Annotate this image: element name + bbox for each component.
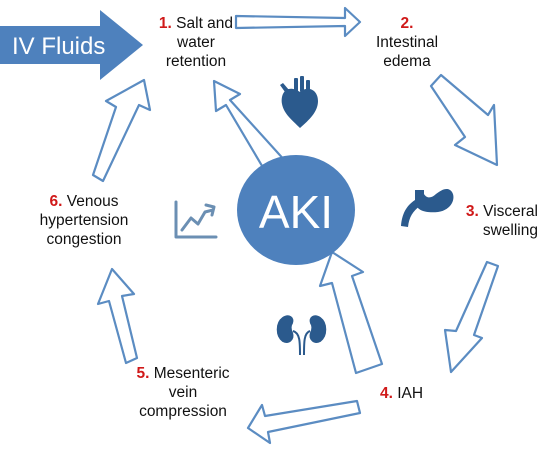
- step1-line3: retention: [165, 53, 227, 70]
- step5-line3: compression: [139, 403, 227, 420]
- step1-line2: water: [177, 34, 215, 51]
- step5-line1: Mesenteric: [153, 365, 230, 382]
- step5-number: 5.: [136, 365, 150, 382]
- step6-line2: hypertension: [39, 212, 129, 229]
- step4-line1: IAH: [397, 385, 424, 402]
- arrow-step3-to-step4: [443, 260, 500, 374]
- iv-fluids-label: IV Fluids: [12, 33, 105, 60]
- arrow-aki-to-step1: [212, 79, 289, 178]
- step2-line1: Intestinal: [375, 34, 439, 51]
- arrow-step4-to-step5: [246, 399, 362, 445]
- arrow-step6-to-step1: [91, 78, 152, 183]
- step2-number: 2.: [400, 15, 414, 32]
- iv-fluids-arrow: IV Fluids: [0, 10, 143, 80]
- step6-line1: Venous: [66, 193, 119, 210]
- step3-label: 3. Visceral swelling: [428, 202, 538, 240]
- step4-number: 4.: [380, 385, 393, 402]
- step6-number: 6.: [49, 193, 63, 210]
- heart-icon: [280, 76, 318, 128]
- step1-line1: Salt and: [176, 15, 234, 32]
- step6-label: 6. Venous hypertension congestion: [14, 192, 154, 249]
- step1-number: 1.: [158, 15, 172, 32]
- aki-label: AKI: [259, 186, 333, 238]
- cycle-arrows: [91, 6, 500, 445]
- step3-line1: Visceral: [483, 203, 538, 220]
- step1-label: 1. Salt and water retention: [146, 14, 246, 71]
- step5-line2: vein: [168, 384, 198, 401]
- arrow-step1-to-step2: [234, 6, 362, 38]
- step2-label: 2. Intestinal edema: [352, 14, 462, 71]
- step6-line3: congestion: [46, 231, 122, 248]
- step4-label: 4. IAH: [380, 384, 423, 403]
- stomach-icon: [401, 188, 454, 227]
- step3-line2: swelling: [482, 222, 538, 239]
- arrow-iah-to-aki: [318, 250, 384, 375]
- step3-number: 3.: [465, 203, 479, 220]
- aki-node: AKI: [237, 155, 355, 265]
- step5-label: 5. Mesenteric vein compression: [118, 364, 248, 421]
- trend-chart-icon: [174, 200, 218, 239]
- step2-line2: edema: [383, 53, 431, 70]
- arrow-step2-to-step3: [429, 73, 499, 167]
- kidneys-icon: [276, 315, 327, 356]
- arrow-step5-to-step6: [96, 267, 139, 365]
